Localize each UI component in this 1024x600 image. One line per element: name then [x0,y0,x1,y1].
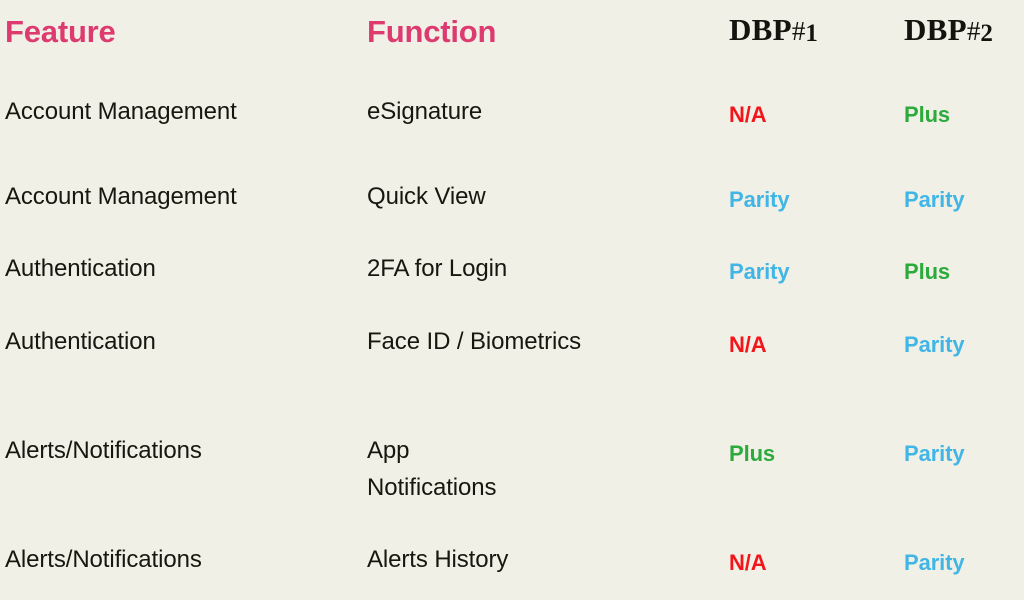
column-header-dbp1-label: DBP [729,12,792,47]
status-badge-dbp1: Plus [729,441,776,466]
status-badge-dbp2: Parity [904,441,965,466]
table-row-feature: Account Management [5,183,237,210]
column-header-dbp1: DBP#1 [729,13,894,50]
hash-icon: # [791,16,806,46]
table-row-feature: Alerts/Notifications [5,546,202,573]
status-badge-dbp1: Parity [729,187,790,212]
status-badge-dbp1: N/A [729,102,767,127]
status-badge-dbp2: Parity [904,550,965,575]
hash-icon: # [966,16,981,46]
status-badge-dbp2: Parity [904,187,965,212]
table-row-feature: Authentication [5,328,156,355]
column-header-dbp2: DBP#2 [904,13,1024,50]
table-row-function: App Notifications [367,437,497,501]
status-badge-dbp2: Plus [904,259,951,284]
status-badge-dbp1: Parity [729,259,790,284]
column-header-dbp1-number: 1 [805,20,819,47]
table-row-feature: Alerts/Notifications [5,437,202,464]
table-row-function: Face ID / Biometrics [367,328,582,355]
table-row-function: Alerts History [367,546,509,573]
status-badge-dbp2: Plus [904,102,951,127]
column-header-function: Function [367,14,497,49]
status-badge-dbp1: N/A [729,550,767,575]
column-header-dbp2-label: DBP [904,12,967,47]
table-row-function: Quick View [367,183,486,210]
table-row-feature: Authentication [5,255,156,282]
status-badge-dbp1: N/A [729,332,767,357]
table-row-function: eSignature [367,98,483,125]
table-row-feature: Account Management [5,98,237,125]
status-badge-dbp2: Parity [904,332,965,357]
column-header-feature: Feature [5,14,116,49]
column-header-dbp2-number: 2 [980,20,994,47]
table-row-function: 2FA for Login [367,255,508,282]
